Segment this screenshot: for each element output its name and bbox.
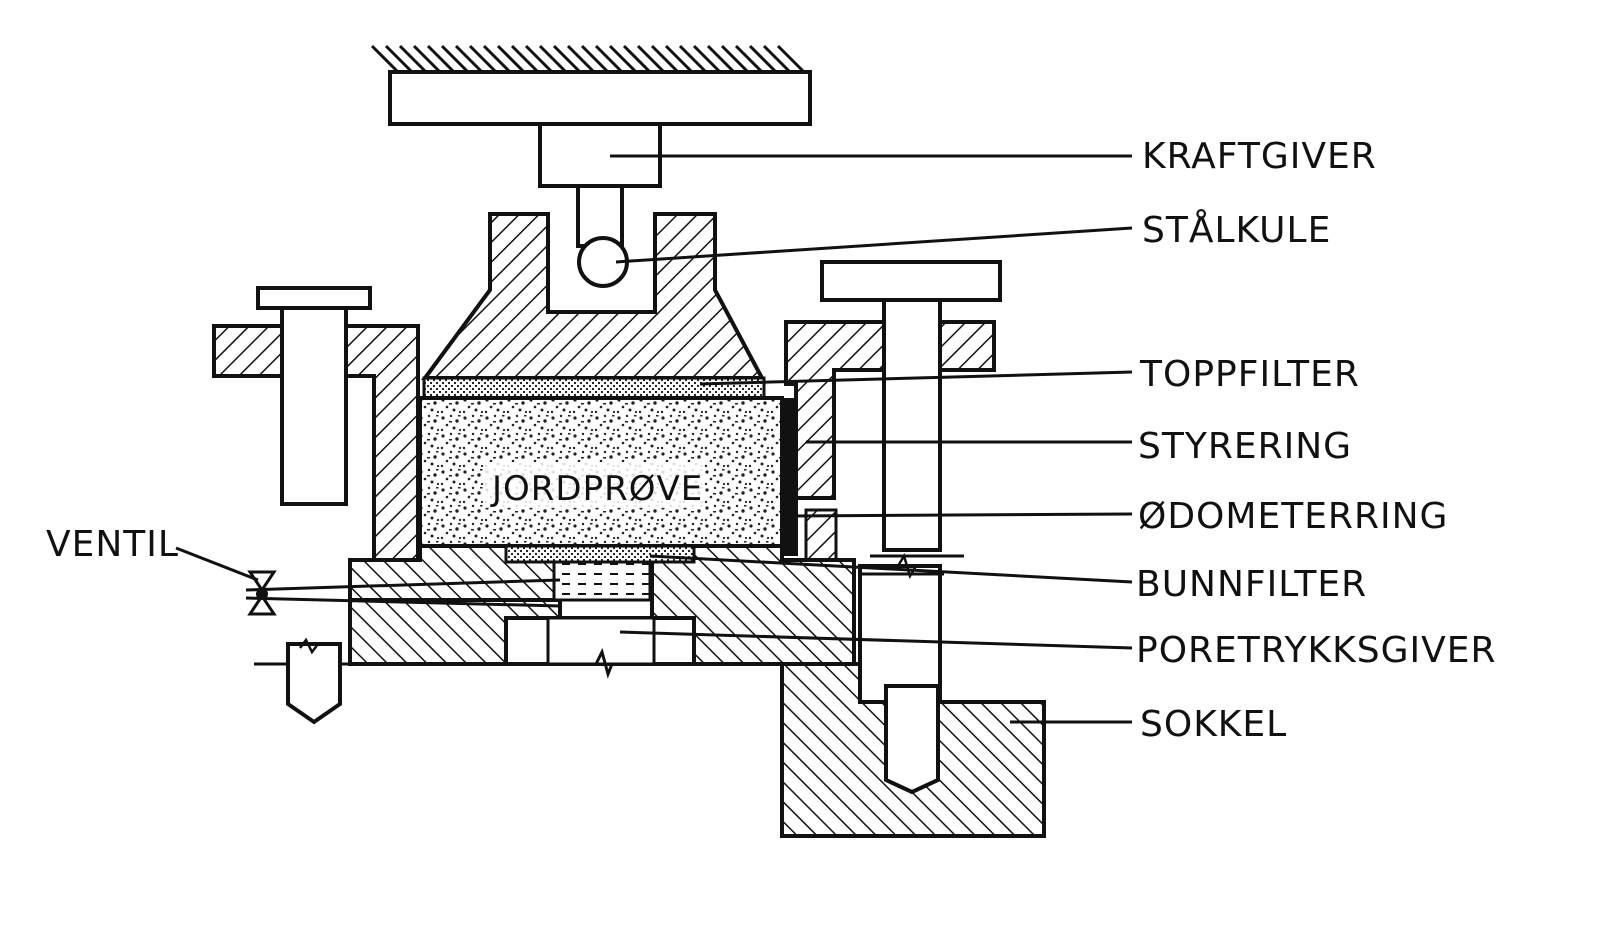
right-guide-ring <box>784 260 1002 566</box>
left-leg <box>286 637 342 725</box>
load-frame <box>370 44 812 248</box>
leader-lines <box>175 154 1133 724</box>
water-chamber <box>552 560 652 602</box>
label-styrering: STYRERING <box>1138 426 1352 467</box>
socket <box>780 552 1046 838</box>
leader-ventil <box>175 546 259 582</box>
top-filter <box>422 376 766 400</box>
label-odometerring: ØDOMETERRING <box>1138 496 1448 537</box>
leader-stalkule <box>615 226 1133 264</box>
top-plate <box>388 70 812 126</box>
label-kraftgiver: KRAFTGIVER <box>1142 136 1377 177</box>
leader-toppfilter <box>699 370 1133 386</box>
bottom-filter <box>504 544 696 564</box>
label-ventil: VENTIL <box>46 524 179 565</box>
label-toppfilter: TOPPFILTER <box>1139 354 1360 395</box>
left-guide-ring <box>212 286 420 562</box>
callout-labels: KRAFTGIVER STÅLKULE TOPPFILTER STYRERING… <box>46 136 1496 745</box>
loading-cap <box>421 212 766 380</box>
valve <box>245 570 561 616</box>
base-plate <box>254 544 860 679</box>
label-poretrykksgiver: PORETRYKKSGIVER <box>1136 630 1496 671</box>
leader-bunnfilter <box>649 554 1133 584</box>
label-sokkel: SOKKEL <box>1140 704 1287 745</box>
leader-poretrykksgiver <box>619 630 1133 650</box>
label-stalkule: STÅLKULE <box>1142 208 1331 251</box>
label-bunnfilter: BUNNFILTER <box>1136 564 1367 605</box>
soil-sample-label: JORDPRØVE <box>490 469 703 509</box>
ceiling-hatching <box>370 44 806 74</box>
leader-odometerring <box>791 512 1133 518</box>
